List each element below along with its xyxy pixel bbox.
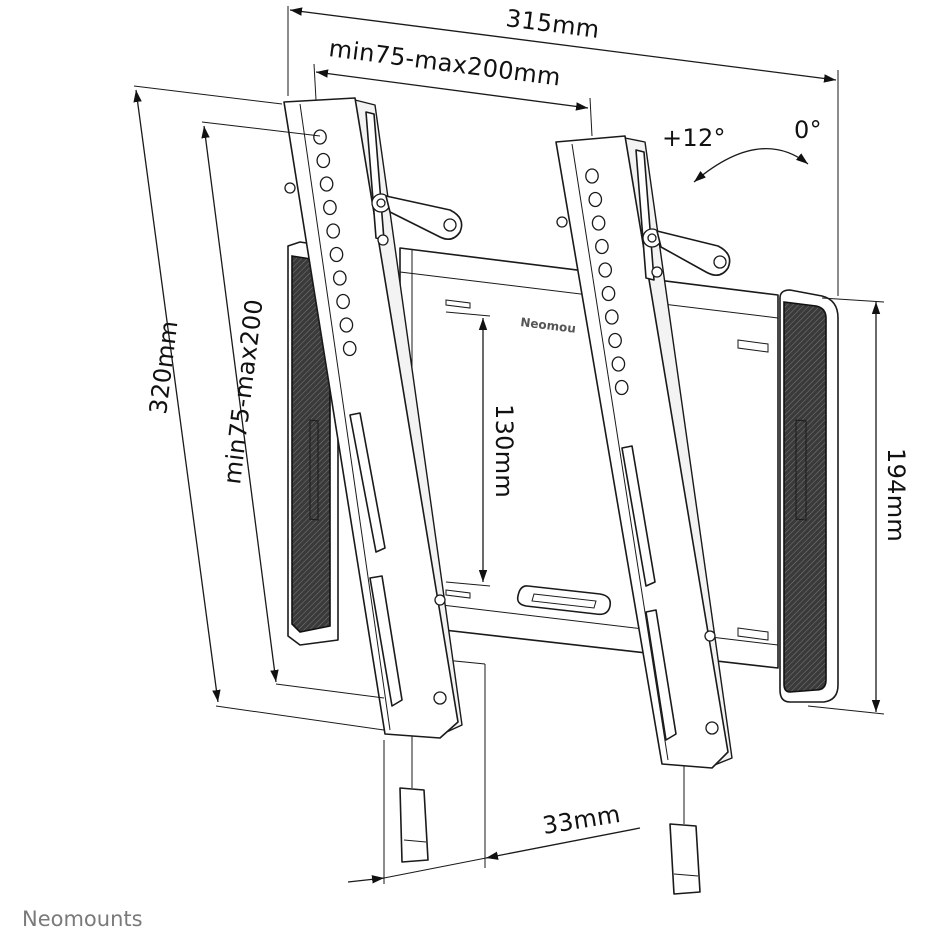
arm-hole [591,215,606,231]
arm-hole [595,238,609,255]
arm-hole [339,317,354,333]
arm-hole [601,285,616,302]
left-arm-holes [313,129,357,357]
right-rubber-pad [779,289,839,703]
plate-slot-label: 130mm [490,404,518,498]
arm-hole [598,262,613,278]
arm-hole [608,332,622,349]
footer-logo-text: Neomounts [22,907,143,931]
arm-hole [319,176,334,192]
arm-hole [323,199,337,216]
vesa-height-label: min75-max200 [218,298,268,486]
arm-hole [611,356,626,372]
plate-height-label: 194mm [882,448,910,542]
left-safety-cord [399,736,429,863]
dim-plate-slot: 130mm [445,311,518,587]
right-safety-cord [669,766,701,895]
left-mounting-arm [283,97,463,739]
arm-hole [313,129,327,145]
right-arm-holes [585,168,629,396]
arm-hole [614,379,629,396]
arm-hole [604,309,619,325]
arm-hole [336,293,350,310]
arm-hole [329,246,344,263]
arm-hole [316,152,331,169]
tilt-indicator: +12° 0° [662,116,822,183]
overall-width-label: 315mm [504,4,601,44]
arm-hole [326,223,341,239]
right-mounting-arm [555,135,733,769]
tilt-max-label: +12° [662,124,726,152]
tilt-min-label: 0° [794,116,822,144]
arm-hole [332,270,347,286]
center-slot [516,585,612,616]
dim-plate-height: 194mm [807,297,910,715]
arm-hole [585,168,599,184]
arm-hole [342,340,357,357]
plate-brand-text: Neomou [520,315,577,336]
vesa-width-label: min75-max200mm [327,34,562,91]
arm-hole [588,191,603,208]
